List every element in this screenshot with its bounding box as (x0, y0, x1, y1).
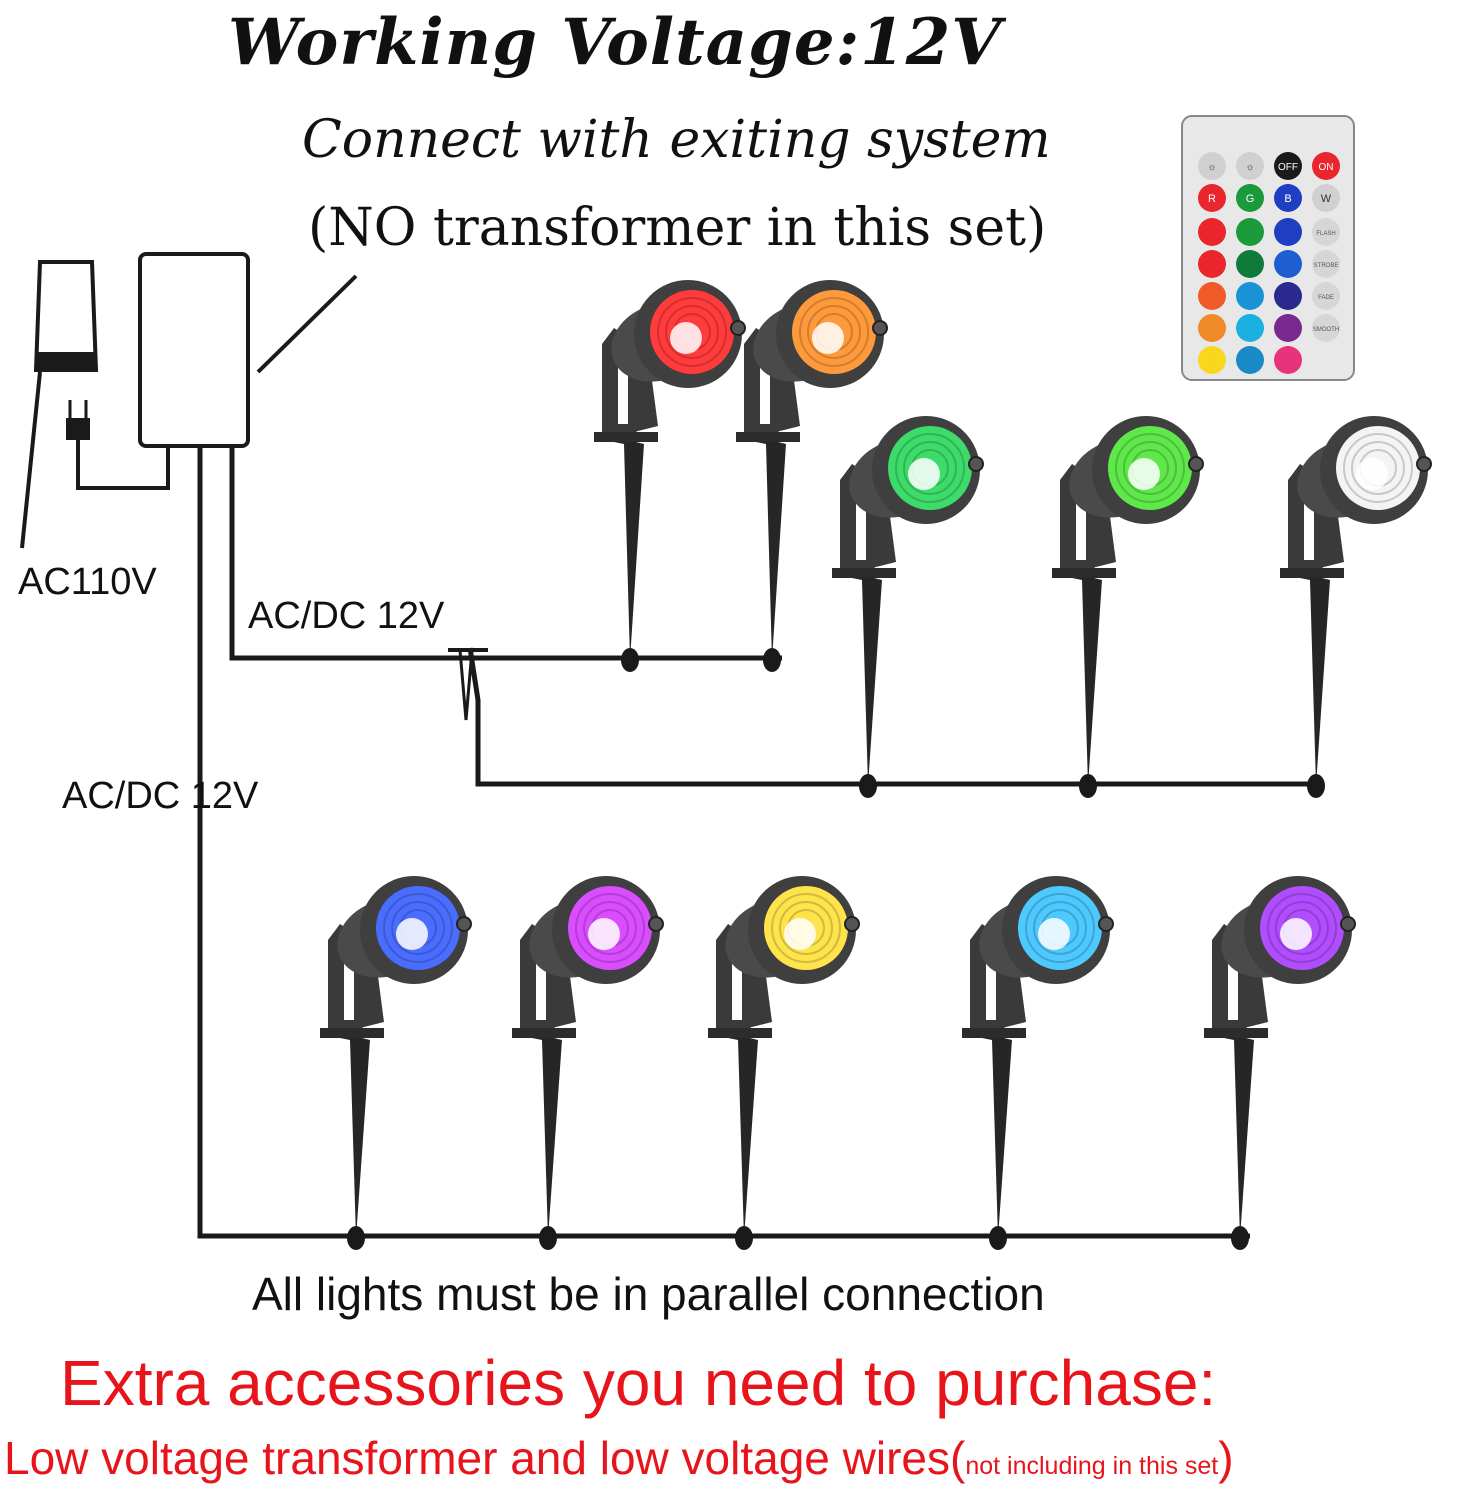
remote-rgbw-button (1312, 184, 1340, 212)
remote-color-button (1274, 346, 1302, 374)
parallel-note: All lights must be in parallel connectio… (252, 1268, 1045, 1320)
extra-detail-close: ) (1218, 1432, 1234, 1484)
remote-color-button (1198, 250, 1226, 278)
remote-mode-button (1312, 282, 1340, 310)
remote-top-button-label: ☼ (1245, 162, 1254, 173)
remote-color-button (1236, 282, 1264, 310)
spotlight-bottom-1 (320, 876, 472, 1250)
remote-color-button (1198, 282, 1226, 310)
remote-color-button (1274, 250, 1302, 278)
subtitle-line-2: (NO transformer in this set) (308, 198, 1047, 258)
remote-top-button (1198, 152, 1226, 180)
subtitle-line-1: Connect with exiting system (302, 110, 1051, 170)
remote-top-button (1274, 152, 1302, 180)
remote-mode-button-label: FADE (1318, 295, 1334, 301)
remote-color-button (1236, 250, 1264, 278)
remote-rgbw-button-label: B (1284, 193, 1291, 205)
remote-mode-button-label: FLASH (1316, 231, 1335, 237)
ac-input-label: AC110V (18, 561, 157, 603)
spotlight-top-2 (736, 280, 888, 672)
remote-color-grid (1198, 218, 1302, 374)
extra-detail-note: not including in this set (965, 1452, 1219, 1480)
remote-power-row: ☼ ☼ OFF ON (1198, 152, 1340, 180)
remote-mode-button-label: STROBE (1314, 263, 1339, 269)
spotlight-bottom-5 (1204, 876, 1356, 1250)
remote-top-button (1236, 152, 1264, 180)
extra-accessories-heading: Extra accessories you need to purchase: (60, 1347, 1217, 1419)
remote-top-button-label: ☼ (1207, 162, 1216, 173)
extra-detail-main: Low voltage transformer and low voltage … (4, 1432, 966, 1484)
remote-rgbw-button (1198, 184, 1226, 212)
power-plug-icon (66, 400, 170, 490)
remote-mode-button (1312, 218, 1340, 246)
upper-branch-label: AC/DC 12V (248, 595, 445, 637)
spotlight-mid-2 (1052, 416, 1204, 798)
remote-rgbw-button-label: R (1208, 193, 1216, 205)
spotlight-bottom-2 (512, 876, 664, 1250)
remote-color-button (1274, 314, 1302, 342)
remote-color-button (1198, 218, 1226, 246)
remote-control: ☼ ☼ OFF ON R G B W FLASH STROBE FADE SMOOTH (1181, 115, 1355, 381)
lower-branch-label: AC/DC 12V (62, 775, 259, 817)
remote-color-button (1236, 218, 1264, 246)
remote-color-button (1274, 218, 1302, 246)
spotlight-bottom-4 (962, 876, 1114, 1250)
remote-color-button (1274, 282, 1302, 310)
remote-rgbw-button (1274, 184, 1302, 212)
remote-rgbw-button-label: W (1321, 193, 1332, 205)
remote-color-button (1198, 346, 1226, 374)
transformer-box (138, 252, 358, 448)
spotlight-mid-3 (1280, 416, 1432, 798)
spotlight-top-1 (594, 280, 746, 672)
remote-top-button (1312, 152, 1340, 180)
title: Working Voltage:12V (228, 5, 1002, 80)
remote-color-button (1236, 314, 1264, 342)
remote-color-button (1236, 346, 1264, 374)
remote-top-button-label: ON (1319, 162, 1334, 173)
spotlights (320, 280, 1432, 1250)
remote-mode-buttons: FLASH STROBE FADE SMOOTH (1312, 218, 1340, 342)
extra-accessories-detail: Low voltage transformer and low voltage … (4, 1430, 1234, 1494)
remote-mode-button (1312, 250, 1340, 278)
spotlight-mid-1 (832, 416, 984, 798)
remote-rgbw-button (1236, 184, 1264, 212)
wiring (197, 446, 1320, 1239)
remote-rgbw-button-label: G (1246, 193, 1255, 205)
remote-mode-button (1312, 314, 1340, 342)
remote-color-button (1198, 314, 1226, 342)
ac-outlet (20, 260, 99, 549)
remote-mode-button-label: SMOOTH (1313, 327, 1339, 333)
spotlight-bottom-3 (708, 876, 860, 1250)
remote-top-button-label: OFF (1278, 162, 1298, 173)
